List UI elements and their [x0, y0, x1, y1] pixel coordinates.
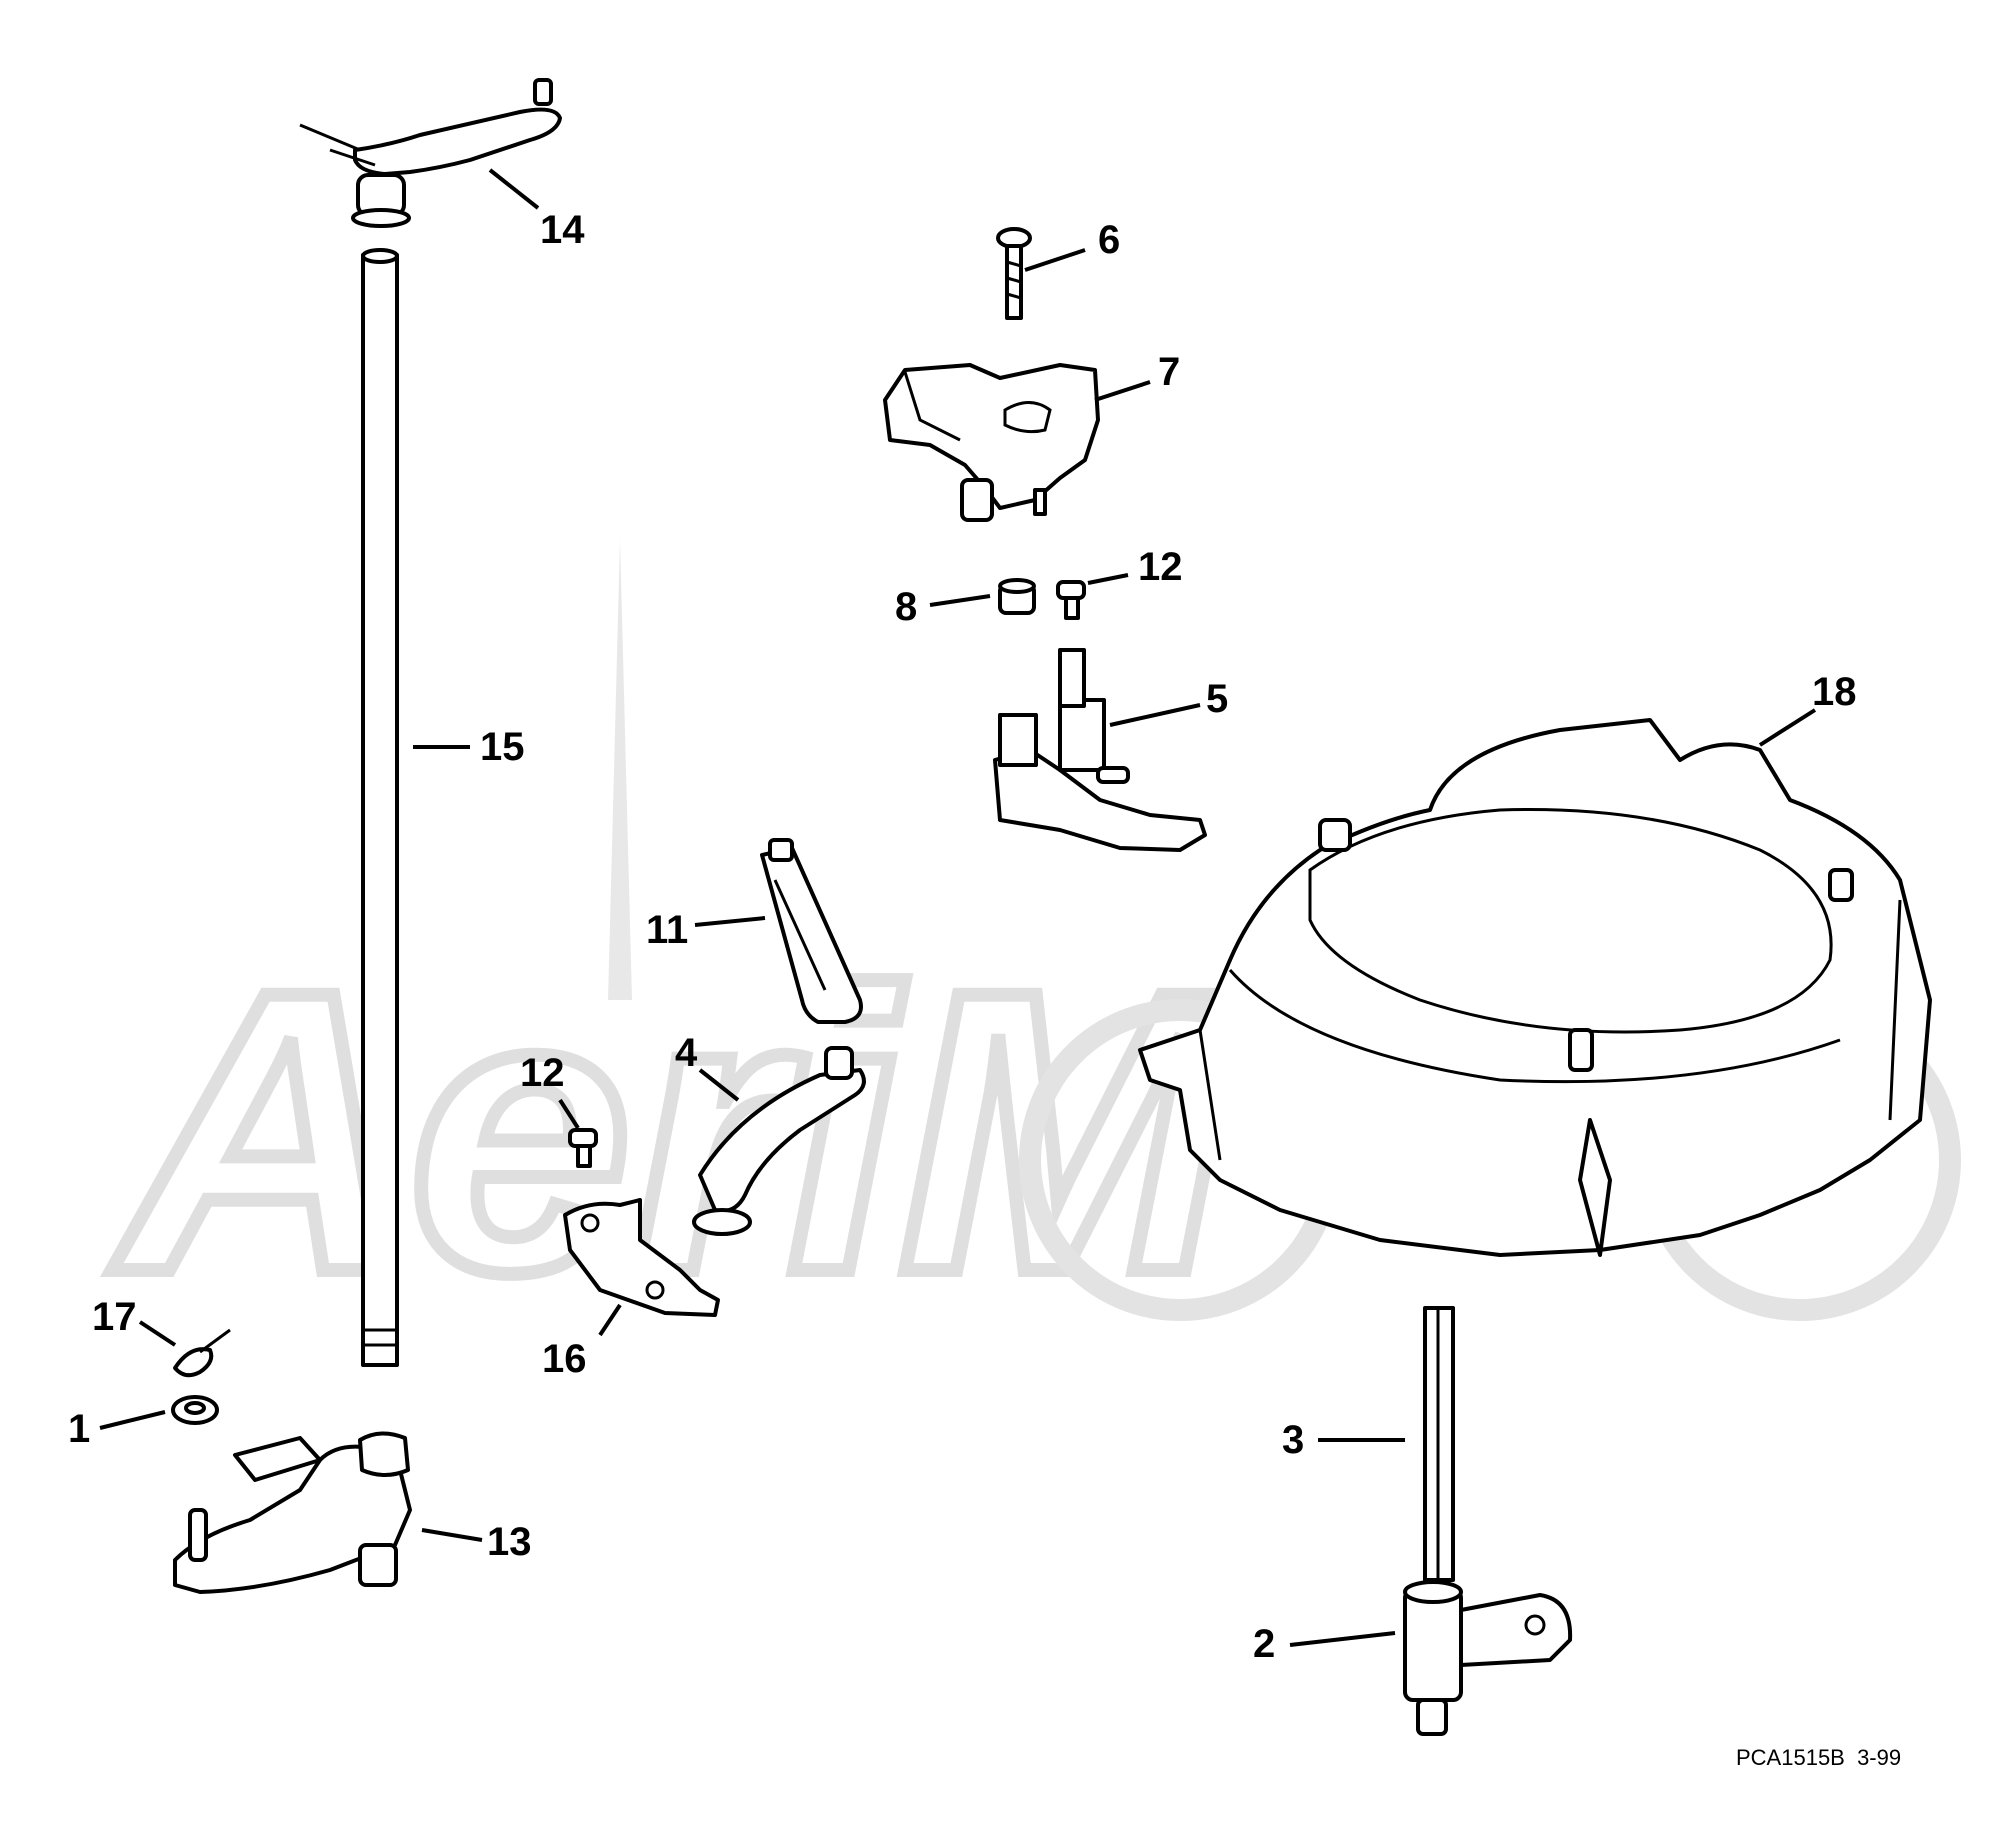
leader-2	[1289, 1631, 1396, 1647]
callout-14: 14	[540, 208, 585, 252]
callout-12-lower: 12	[520, 1051, 565, 1095]
leader-12-upper	[1087, 573, 1129, 585]
part-17-clip	[173, 1328, 231, 1378]
callout-16: 16	[542, 1337, 587, 1381]
callout-labels: 14 15 17 1 13 11 12 4 16 6 7 8 12 5 18 3…	[68, 208, 1857, 1666]
callout-3: 3	[1282, 1418, 1304, 1462]
callout-8: 8	[895, 585, 917, 629]
leader-4	[698, 1068, 740, 1102]
callout-7: 7	[1158, 350, 1180, 394]
callout-1: 1	[68, 1407, 90, 1451]
leader-1	[99, 1410, 166, 1430]
part-16-bracket-plate	[563, 1198, 720, 1317]
part-13-lever	[173, 1431, 412, 1594]
part-6-screw	[996, 227, 1032, 320]
leader-5	[1109, 703, 1201, 727]
leader-lines	[99, 168, 1817, 1647]
callout-6: 6	[1098, 218, 1120, 262]
leader-8	[929, 594, 991, 607]
callout-4: 4	[675, 1031, 698, 1075]
part-18-housing-ring	[1138, 718, 1932, 1257]
part-8-bushing	[998, 578, 1036, 615]
part-12-screw-lower	[568, 1128, 598, 1168]
leader-18	[1758, 708, 1817, 747]
leader-6	[1024, 248, 1086, 272]
callout-15: 15	[480, 725, 525, 769]
part-1-washer	[171, 1395, 219, 1425]
part-7-sensor	[883, 363, 1100, 522]
part-2-cam-lever	[1403, 1580, 1573, 1736]
leader-11	[694, 916, 766, 927]
part-12-screw-upper	[1056, 580, 1086, 620]
callout-5: 5	[1206, 677, 1228, 721]
part-11-slotted-link	[760, 838, 863, 1024]
leader-7	[1094, 380, 1151, 402]
leader-14	[488, 168, 540, 210]
leader-17	[138, 1320, 177, 1347]
callout-11: 11	[646, 908, 688, 952]
callout-18: 18	[1812, 670, 1857, 714]
part-5-bracket	[993, 648, 1207, 852]
part-14-throttle-arm	[299, 78, 562, 228]
leader-16	[598, 1303, 622, 1337]
callout-17: 17	[92, 1295, 137, 1339]
part-15-shaft	[361, 248, 399, 1367]
callout-2: 2	[1253, 1622, 1275, 1666]
leader-12-lower	[558, 1098, 580, 1130]
callout-12-upper: 12	[1138, 545, 1183, 589]
leader-13	[421, 1528, 483, 1542]
part-3-square-shaft	[1423, 1306, 1455, 1582]
part-4-curved-arm	[692, 1046, 866, 1236]
callout-13: 13	[487, 1520, 532, 1564]
document-id: PCA1515B 3-99	[1736, 1745, 1901, 1770]
